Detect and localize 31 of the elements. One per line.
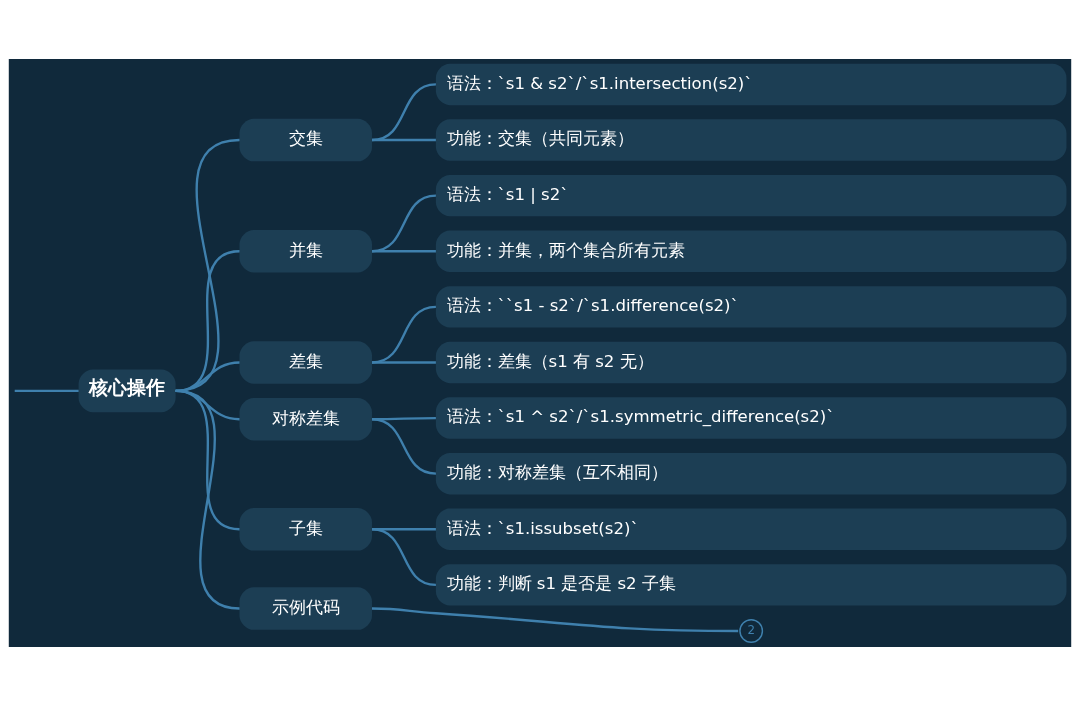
connector [371,417,437,475]
connector [175,389,240,610]
node-box: 语法：`s1 | s2` [435,174,1067,216]
node-box: 差集 [239,340,372,384]
node-box: 核心操作 [78,369,176,412]
node-box: 功能：并集，两个集合所有元素 [435,230,1067,272]
node-box: 交集 [239,118,372,161]
node-box: 并集 [239,229,372,273]
connector [371,305,437,364]
node-box: 功能：对称差集（互不相同） [435,452,1067,494]
node-box: 功能：差集（s1 有 s2 无） [435,341,1067,383]
node-box: 对称差集 [239,397,372,441]
connector [371,82,437,141]
connector [372,249,436,252]
node-box: 语法：`s1 ^ s2`/`s1.symmetric_difference(s2)` [435,396,1067,439]
node-box: 语法：``s1 - s2`/`s1.difference(s2)` [435,285,1067,328]
connector [175,138,240,392]
connector [372,606,739,632]
connector [14,389,79,392]
node-box: 功能：交集（共同元素） [435,118,1067,161]
node-box: 示例代码 [239,586,372,630]
connector [371,193,437,252]
node-box: 语法：`s1 & s2`/`s1.intersection(s2)` [435,63,1067,105]
node-circle: 2 [739,618,764,643]
connector [371,527,437,586]
node-box: 功能：判断 s1 是否是 s2 子集 [435,563,1067,606]
connector [372,138,436,141]
connector [175,249,240,392]
node-box: 子集 [239,507,372,551]
connector [372,360,436,364]
node-box: 语法：`s1.issubset(s2)` [435,508,1067,550]
